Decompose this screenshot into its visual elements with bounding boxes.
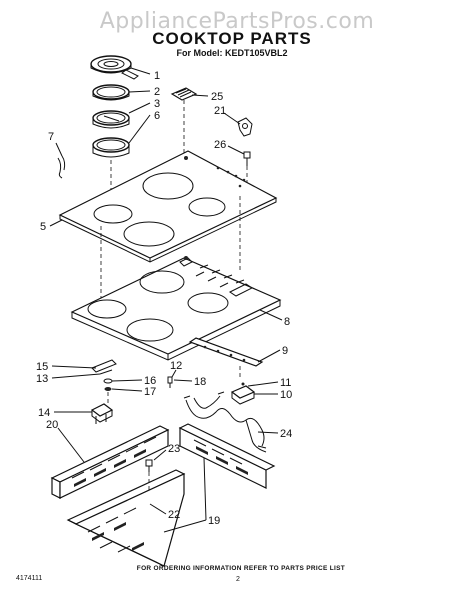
- watermark-text: AppliancePartsPros.com: [100, 9, 375, 34]
- vent-part: [170, 87, 198, 158]
- callout-24: 24: [280, 428, 292, 440]
- bracket-part: [237, 117, 253, 137]
- clip-part: [57, 155, 66, 179]
- burner-ring-part: [92, 137, 130, 158]
- model-subtitle: For Model: KEDT105VBL2: [176, 48, 287, 58]
- screw-23-part: [145, 459, 153, 492]
- callout-22: 22: [168, 509, 180, 521]
- callout-9: 9: [282, 345, 288, 357]
- wire-harness-part: [183, 391, 267, 453]
- callout-14: 14: [38, 407, 50, 419]
- callout-21: 21: [214, 105, 226, 117]
- cooktop-glass-part: [58, 150, 278, 263]
- left-hardware-parts: [91, 359, 117, 404]
- callout-2: 2: [154, 86, 160, 98]
- callout-1: 1: [154, 70, 160, 82]
- diagram-part-number: 4174111: [16, 575, 42, 582]
- callout-3: 3: [154, 98, 160, 110]
- trim-ring-part: [92, 84, 130, 101]
- right-side-panel-part: [178, 423, 276, 489]
- terminal-bracket-part: [188, 337, 264, 380]
- callout-8: 8: [284, 316, 290, 328]
- drip-bowl-part: [92, 110, 130, 129]
- callout-10: 10: [280, 389, 292, 401]
- page-title: COOKTOP PARTS: [152, 29, 311, 48]
- callout-20: 20: [46, 419, 58, 431]
- callout-26: 26: [214, 139, 226, 151]
- callout-7: 7: [48, 131, 54, 143]
- callout-19: 19: [208, 515, 220, 527]
- ordering-note: FOR ORDERING INFORMATION REFER TO PARTS …: [137, 565, 345, 572]
- callout-16: 16: [144, 375, 156, 387]
- callout-17: 17: [144, 386, 156, 398]
- burner-box-part: [70, 256, 282, 361]
- callout-11: 11: [280, 377, 291, 389]
- callout-13: 13: [36, 373, 48, 385]
- callout-6: 6: [154, 110, 160, 122]
- leader-lines: [49, 67, 283, 533]
- surface-element-part: [90, 55, 139, 80]
- page-number: 2: [236, 576, 240, 583]
- callout-numbers: 1 2 3 6 7 5 25 21 26 8 9 15 13 16 17 12 …: [36, 70, 292, 527]
- callout-25: 25: [211, 91, 223, 103]
- screw-part: [243, 151, 251, 188]
- bottom-panel-part: [66, 469, 186, 567]
- screw-18-part: [167, 376, 173, 388]
- switch-part: [230, 382, 256, 405]
- callout-15: 15: [36, 361, 48, 373]
- callout-23: 23: [168, 443, 180, 455]
- left-side-panel-part: [50, 425, 170, 499]
- terminal-block-part: [90, 403, 114, 424]
- callout-5: 5: [40, 221, 46, 233]
- callout-18: 18: [194, 376, 206, 388]
- callout-12: 12: [170, 360, 182, 372]
